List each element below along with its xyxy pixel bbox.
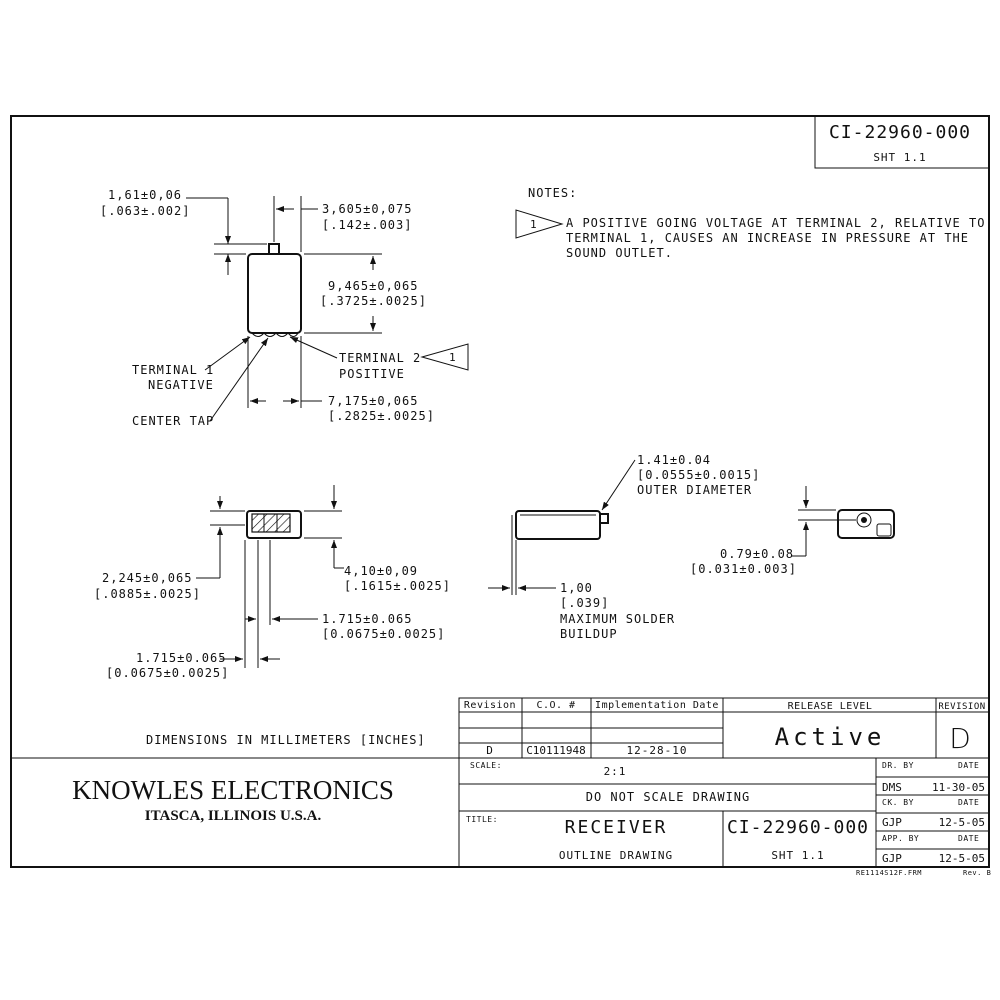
rev-row-revision: D	[486, 744, 494, 757]
revision-label: REVISION	[938, 702, 985, 712]
dim-body-width-in: [.2825±.0025]	[328, 409, 435, 423]
dim-outer-diameter-label: OUTER DIAMETER	[637, 483, 752, 497]
dim-solder-buildup-label-2: BUILDUP	[560, 627, 618, 641]
terminal-2-polarity: POSITIVE	[339, 367, 405, 381]
dr-date-value: 11-30-05	[932, 781, 985, 794]
app-date-label: DATE	[958, 834, 979, 843]
dim-outer-diameter: 1.41±0.04	[637, 453, 711, 467]
rev-header-date: Implementation Date	[595, 700, 719, 711]
scale-value: 2:1	[604, 765, 627, 778]
rev-row-date: 12-28-10	[627, 744, 688, 757]
title-label: TITLE:	[466, 815, 498, 824]
dim-body-width: 7,175±0,065	[328, 394, 418, 408]
dim-outer-diameter-in: [0.0555±0.0015]	[637, 468, 760, 482]
dim-port-height-in: [.063±.002]	[100, 204, 190, 218]
dim-terminal-height-in: [.0885±.0025]	[94, 587, 201, 601]
dim-body-length: 9,465±0,065	[328, 279, 418, 293]
dim-terminal-pitch-2-in: [0.0675±0.0025]	[106, 666, 229, 680]
scale-label: SCALE:	[470, 761, 502, 770]
terminal-2-flag-icon	[420, 343, 469, 371]
note-line-1: A POSITIVE GOING VOLTAGE AT TERMINAL 2, …	[566, 216, 985, 230]
dim-solder-buildup-in: [.039]	[560, 596, 609, 610]
receiver-body-side	[515, 510, 601, 540]
dim-solder-buildup-label-1: MAXIMUM SOLDER	[560, 612, 675, 626]
side-outlet-tube	[599, 513, 609, 524]
dim-body-length-in: [.3725±.0025]	[320, 294, 427, 308]
side-view: 1.41±0.04 [0.0555±0.0015] OUTER DIAMETER…	[488, 453, 760, 641]
company-block: KNOWLES ELECTRONICS ITASCA, ILLINOIS U.S…	[72, 775, 394, 824]
dim-terminal-pitch-1-in: [0.0675±0.0025]	[322, 627, 445, 641]
end-outlet-hole	[861, 517, 867, 523]
notes-heading: NOTES:	[528, 186, 577, 200]
notes-section: NOTES: 1 A POSITIVE GOING VOLTAGE AT TER…	[515, 186, 985, 260]
ck-date-value: 12-5-05	[939, 816, 985, 829]
note-line-2: TERMINAL 1, CAUSES AN INCREASE IN PRESSU…	[566, 231, 969, 245]
drawing-title: RECEIVER	[565, 817, 668, 838]
drawing-number: CI-22960-000	[829, 122, 971, 143]
do-not-scale-note: DO NOT SCALE DRAWING	[586, 790, 751, 804]
ck-by-value: GJP	[882, 816, 902, 829]
rev-row-co: C10111948	[526, 744, 586, 757]
receiver-body-top	[247, 253, 302, 334]
dim-body-thickness: 4,10±0,09	[344, 564, 418, 578]
dr-date-label: DATE	[958, 761, 979, 770]
form-revision: Rev. B	[963, 869, 991, 877]
dr-by-value: DMS	[882, 781, 902, 794]
end-view: 0.79±0.08 [0.031±0.003]	[690, 486, 895, 576]
form-number: RE1114S12F.FRM	[856, 869, 922, 877]
dim-terminal-pitch-1: 1.715±0.065	[322, 612, 412, 626]
title-block: Revision C.O. # Implementation Date D C1…	[11, 697, 990, 868]
sheet-number: SHT 1.1	[873, 151, 926, 164]
sound-outlet-port	[268, 243, 280, 255]
front-view: 2,245±0,065 [.0885±.0025] 4,10±0,09 [.16…	[94, 485, 451, 680]
dr-by-label: DR. BY	[882, 761, 914, 770]
terminal-2-label: TERMINAL 2	[339, 351, 421, 365]
drawing-subtitle: OUTLINE DRAWING	[559, 849, 673, 862]
receiver-body-end	[837, 509, 895, 539]
dim-port-height: 1,61±0,06	[108, 188, 182, 202]
note-flag-number: 1	[530, 218, 538, 231]
app-by-label: APP. BY	[882, 834, 919, 843]
ck-by-label: CK. BY	[882, 798, 914, 807]
dim-port-offset: 3,605±0,075	[322, 202, 412, 216]
dim-outlet-offset: 0.79±0.08	[720, 547, 794, 561]
center-tap-label: CENTER TAP	[132, 414, 214, 428]
terminal-2-flag-number: 1	[449, 351, 457, 364]
rev-header-revision: Revision	[464, 700, 516, 711]
title-sheet: SHT 1.1	[771, 849, 824, 862]
company-name: KNOWLES ELECTRONICS	[72, 775, 394, 805]
terminal-pads	[251, 332, 299, 337]
end-outlet-ring	[856, 512, 872, 528]
dim-terminal-pitch-2: 1.715±0.065	[136, 651, 226, 665]
app-date-value: 12-5-05	[939, 852, 985, 865]
release-level-value: Active	[775, 723, 886, 751]
dim-port-offset-in: [.142±.003]	[322, 218, 412, 232]
revision-value: D	[949, 722, 975, 755]
title-drawing-number: CI-22960-000	[727, 817, 869, 838]
dim-terminal-height: 2,245±0,065	[102, 571, 192, 585]
terminal-block	[251, 513, 291, 533]
drawing-number-box: CI-22960-000 SHT 1.1	[814, 115, 990, 169]
units-note: DIMENSIONS IN MILLIMETERS [INCHES]	[146, 733, 426, 747]
app-by-value: GJP	[882, 852, 902, 865]
ck-date-label: DATE	[958, 798, 979, 807]
dim-solder-buildup: 1,00	[560, 581, 593, 595]
rev-header-co: C.O. #	[536, 700, 575, 711]
dim-outlet-offset-in: [0.031±0.003]	[690, 562, 797, 576]
terminal-1-label: TERMINAL 1	[132, 363, 214, 377]
company-location: ITASCA, ILLINOIS U.S.A.	[145, 808, 322, 824]
note-line-3: SOUND OUTLET.	[566, 246, 673, 260]
note-flag-icon	[515, 209, 564, 239]
release-level-label: RELEASE LEVEL	[788, 701, 873, 712]
dim-body-thickness-in: [.1615±.0025]	[344, 579, 451, 593]
terminal-1-polarity: NEGATIVE	[148, 378, 214, 392]
top-view: 1,61±0,06 [.063±.002] 3,605±0,075 [.142±…	[100, 188, 469, 428]
